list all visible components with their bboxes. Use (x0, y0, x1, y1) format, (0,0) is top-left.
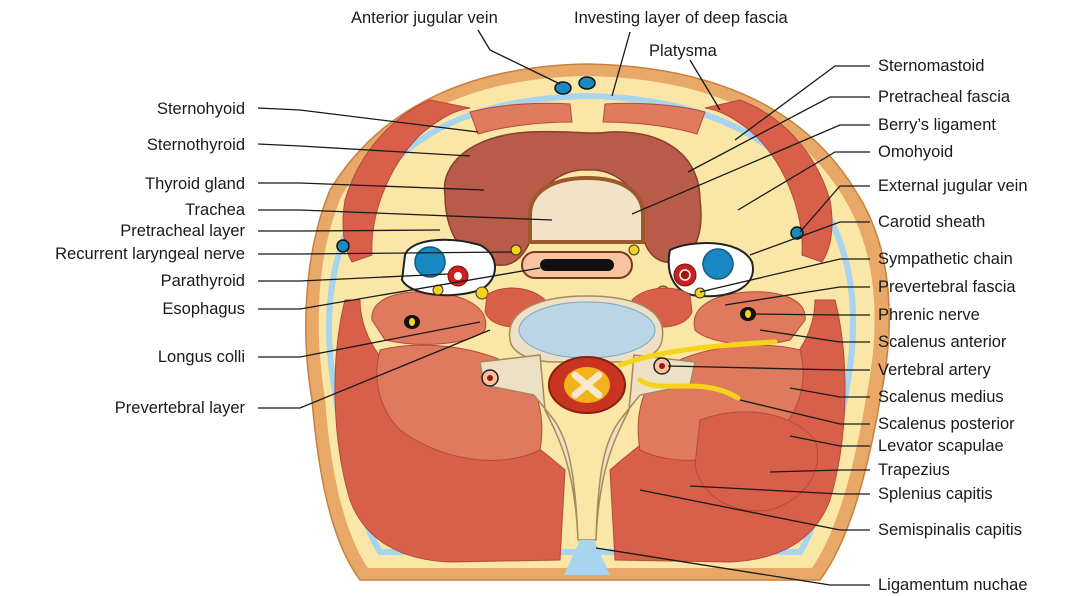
label-sympathetic-chain: Sympathetic chain (878, 249, 1013, 269)
leader-thyroid-gland (258, 183, 484, 190)
leader-scalenus-medius (790, 388, 870, 397)
label-prevertebral-fascia: Prevertebral fascia (878, 277, 1016, 297)
label-scalenus-medius: Scalenus medius (878, 387, 1004, 407)
label-esophagus: Esophagus (162, 299, 245, 319)
label-investing-layer: Investing layer of deep fascia (574, 8, 788, 28)
label-longus-colli: Longus colli (158, 347, 245, 367)
leader-splenius-capitis (690, 486, 870, 494)
label-splenius-capitis: Splenius capitis (878, 484, 993, 504)
label-trapezius: Trapezius (878, 460, 950, 480)
leader-pretracheal-fascia (688, 97, 870, 172)
label-sternomastoid: Sternomastoid (878, 56, 984, 76)
leader-esophagus (258, 268, 540, 309)
label-external-jugular-vein: External jugular vein (878, 176, 1028, 196)
label-berrys-ligament: Berry’s ligament (878, 115, 996, 135)
label-anterior-jugular-vein: Anterior jugular vein (351, 8, 498, 28)
leader-scalenus-anterior (760, 330, 870, 342)
leader-sternomastoid (735, 66, 870, 140)
label-pretracheal-layer: Pretracheal layer (120, 221, 245, 241)
label-pretracheal-fascia: Pretracheal fascia (878, 87, 1010, 107)
leader-platysma (690, 60, 720, 110)
leader-recurrent-nerve (258, 252, 512, 254)
label-thyroid-gland: Thyroid gland (145, 174, 245, 194)
label-prevertebral-layer: Prevertebral layer (115, 398, 245, 418)
leader-prevertebral-layer (258, 330, 490, 408)
leader-parathyroid (258, 274, 448, 281)
label-carotid-sheath: Carotid sheath (878, 212, 985, 232)
label-platysma: Platysma (649, 41, 717, 61)
label-scalenus-posterior: Scalenus posterior (878, 414, 1015, 434)
leader-scalenus-posterior (740, 400, 870, 424)
leader-sternothyroid (258, 144, 470, 156)
label-ligamentum-nuchae: Ligamentum nuchae (878, 575, 1028, 595)
leader-carotid-sheath (750, 222, 870, 255)
label-recurrent-laryngeal-nerve: Recurrent laryngeal nerve (55, 244, 245, 264)
label-levator-scapulae: Levator scapulae (878, 436, 1004, 456)
label-phrenic-nerve: Phrenic nerve (878, 305, 980, 325)
label-scalenus-anterior: Scalenus anterior (878, 332, 1006, 352)
label-omohyoid: Omohyoid (878, 142, 953, 162)
leader-trachea (258, 210, 552, 220)
label-vertebral-artery: Vertebral artery (878, 360, 991, 380)
leader-anterior-jugular-vein (478, 30, 560, 84)
label-semispinalis-capitis: Semispinalis capitis (878, 520, 1022, 540)
leader-trapezius (770, 470, 870, 472)
label-sternothyroid: Sternothyroid (147, 135, 245, 155)
label-sternohyoid: Sternohyoid (157, 99, 245, 119)
leader-phrenic-nerve (752, 314, 870, 315)
leader-external-jugular-vein (800, 186, 870, 232)
leader-pretracheal-layer (258, 230, 440, 231)
label-trachea: Trachea (185, 200, 245, 220)
leader-sternohyoid (258, 108, 478, 132)
leader-prevertebral-fascia (725, 287, 870, 305)
leader-ligamentum-nuchae (596, 548, 870, 585)
leader-levator-scapulae (790, 436, 870, 446)
leader-vertebral-artery (668, 366, 870, 370)
leader-investing-layer (612, 32, 630, 96)
leader-semispinalis-capitis (640, 490, 870, 530)
label-parathyroid: Parathyroid (161, 271, 245, 291)
leader-longus-colli (258, 322, 480, 357)
